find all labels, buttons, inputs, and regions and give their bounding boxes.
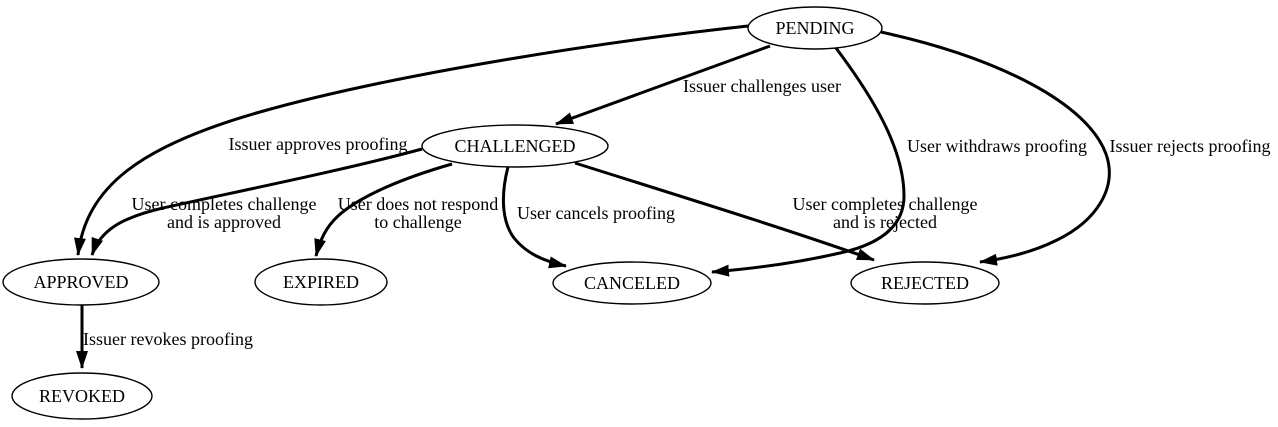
state-node-rejected bbox=[850, 261, 1000, 305]
edge-challenged-rejected bbox=[574, 161, 875, 262]
edge-label-pending-challenged: Issuer challenges user bbox=[683, 76, 841, 96]
state-node-label-canceled: CANCELED bbox=[584, 273, 680, 293]
edge-challenged-expired bbox=[314, 162, 453, 257]
edge-label-pending-canceled: User withdraws proofing bbox=[907, 136, 1087, 156]
edge-label-approved-revoked: Issuer revokes proofing bbox=[83, 329, 253, 349]
state-node-label-pending: PENDING bbox=[776, 18, 855, 38]
state-node-challenged bbox=[421, 124, 609, 168]
state-node-revoked bbox=[11, 372, 153, 420]
nodes-layer: PENDING CHALLENGED APPROVED EXPIRED CANCELED… bbox=[2, 6, 1000, 420]
edge-pending-canceled bbox=[711, 47, 906, 277]
state-node-expired bbox=[254, 258, 388, 306]
edge-challenged-approved bbox=[90, 147, 423, 256]
edge-pending-challenged bbox=[555, 44, 771, 126]
edge-label-challenged-canceled: User cancels proofing bbox=[517, 203, 675, 223]
state-node-pending bbox=[747, 6, 883, 50]
edge-label-pending-rejected: Issuer rejects proofing bbox=[1110, 136, 1271, 156]
state-node-label-expired: EXPIRED bbox=[283, 272, 359, 292]
edge-challenged-canceled bbox=[501, 166, 567, 269]
state-node-label-challenged: CHALLENGED bbox=[455, 136, 576, 156]
edge-pending-rejected bbox=[880, 30, 1111, 266]
edge-label-pending-approved: Issuer approves proofing bbox=[229, 134, 408, 154]
edge-pending-approved bbox=[74, 24, 749, 256]
state-node-approved bbox=[2, 258, 160, 306]
state-node-label-rejected: REJECTED bbox=[881, 273, 969, 293]
state-node-label-revoked: REVOKED bbox=[39, 386, 125, 406]
state-node-label-approved: APPROVED bbox=[33, 272, 128, 292]
state-node-canceled bbox=[552, 261, 712, 305]
